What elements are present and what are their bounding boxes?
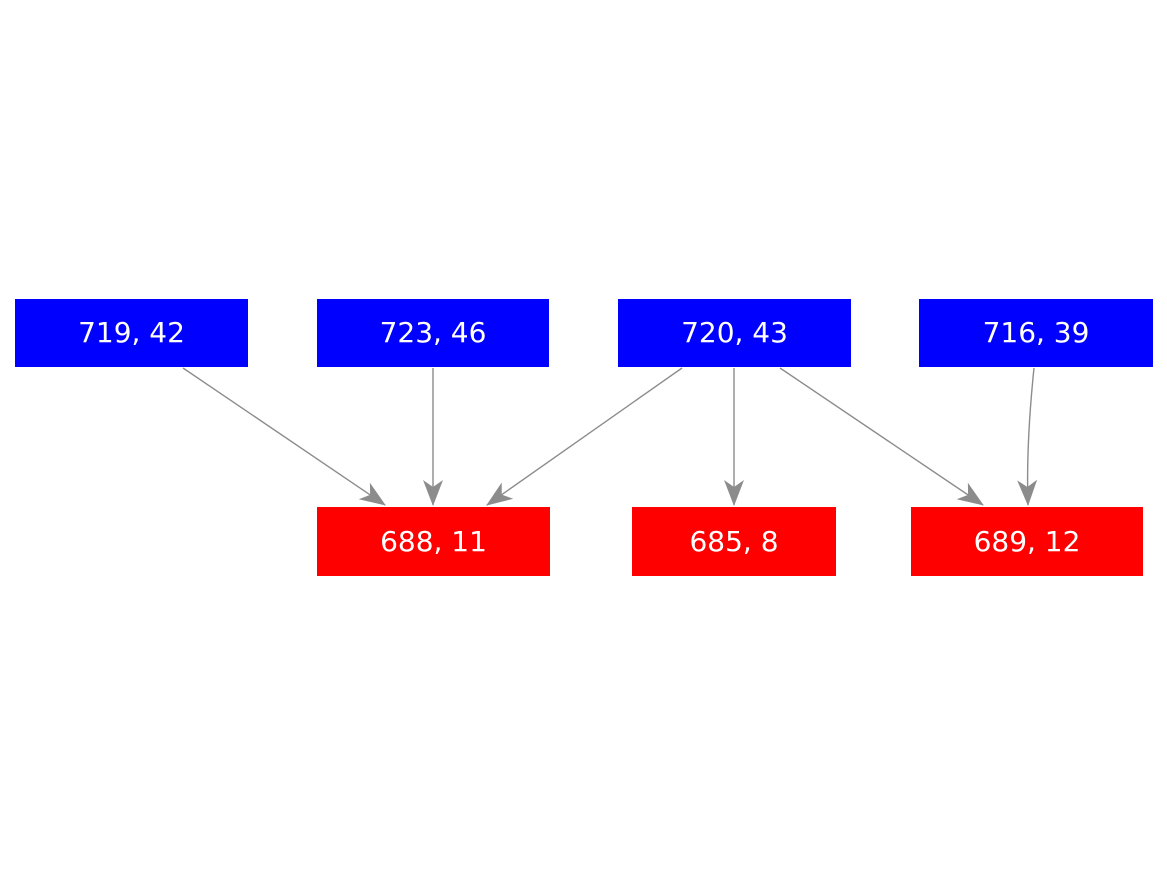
graph-node-720-43: 720, 43 [618,299,851,367]
graph-edge-720-43-to-689-12 [779,367,984,506]
node-label: 723, 46 [379,316,487,349]
node-label: 685, 8 [689,524,779,558]
node-label: 720, 43 [681,316,788,349]
node-label: 719, 42 [78,316,185,349]
graph-node-688-11: 688, 11 [317,507,550,576]
node-label: 689, 12 [973,524,1081,558]
graph-node-716-39: 716, 39 [919,299,1153,367]
graph-node-689-12: 689, 12 [911,507,1143,576]
graph-node-723-46: 723, 46 [317,299,549,367]
graph-node-685-8: 685, 8 [632,507,836,576]
graph-node-719-42: 719, 42 [15,299,248,367]
graph-edge-716-39-to-689-12 [1017,367,1038,506]
node-label: 716, 39 [982,316,1090,349]
node-label: 688, 11 [380,524,487,558]
graph-edge-720-43-to-688-11 [486,367,683,506]
graph-edge-719-42-to-688-11 [182,367,386,506]
